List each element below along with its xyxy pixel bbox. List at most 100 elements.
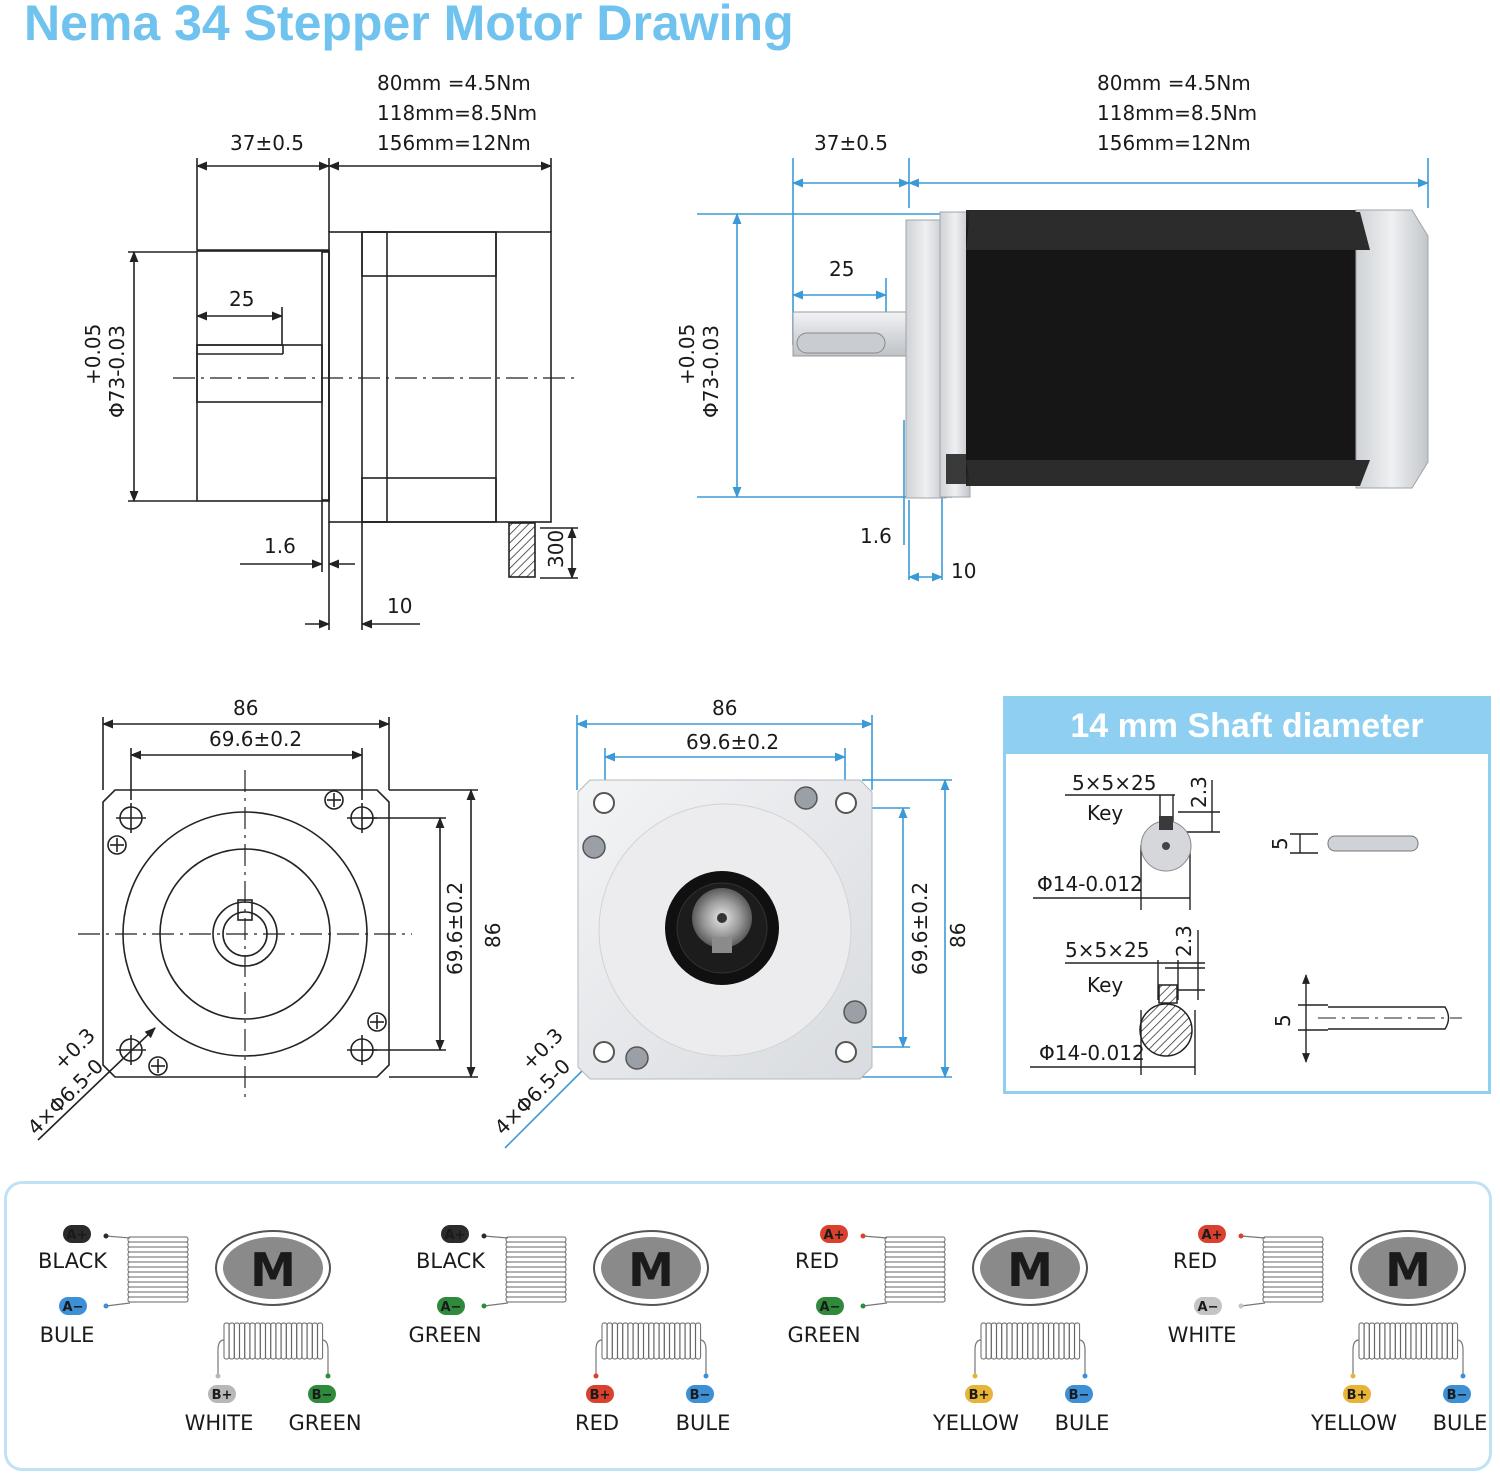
a-plus-color-label: RED <box>1173 1249 1217 1273</box>
b-plus-badge <box>208 1385 236 1403</box>
photo-offset-dim: 10 <box>951 559 976 583</box>
side-view-photo-labels: 80mm =4.5Nm 118mm=8.5Nm 156mm=12Nm 37±0.… <box>675 71 1257 583</box>
b-plus-badge-text: B+ <box>212 1388 233 1403</box>
b-plus-color-label: YELLOW <box>932 1411 1019 1435</box>
front-view-labels: 86 69.6±0.2 69.6±0.2 86 +0.3 4×Φ6.5-0 <box>23 696 505 1140</box>
shaft-panel-labels: 5×5×25 Key 2.3 Φ14-0.012 5 5×5×25 Key 2.… <box>1037 771 1295 1065</box>
photo-height-dim: 86 <box>946 923 970 948</box>
motor-symbol <box>601 1237 701 1299</box>
page-title: Nema 34 Stepper Motor Drawing <box>24 0 794 51</box>
key-label-lower: Key <box>1087 973 1123 997</box>
key-depth-upper: 2.3 <box>1187 776 1211 808</box>
b-minus-badge <box>308 1385 336 1403</box>
a-minus-color-label: GREEN <box>787 1323 860 1347</box>
length-spec-3: 156mm=12Nm <box>377 131 531 155</box>
a-plus-badge <box>820 1225 848 1243</box>
a-minus-badge-text: A− <box>441 1300 462 1315</box>
a-minus-badge <box>816 1297 844 1315</box>
b-plus-badge <box>586 1385 614 1403</box>
front-view-drawing <box>37 717 478 1141</box>
key-depth-lower: 2.3 <box>1172 925 1196 957</box>
a-plus-badge <box>441 1225 469 1243</box>
width-dim: 86 <box>233 696 258 720</box>
motor-symbol <box>1358 1237 1458 1299</box>
b-minus-badge-text: B− <box>312 1388 333 1403</box>
coil-a <box>884 1236 946 1303</box>
a-minus-badge-text: A− <box>820 1300 841 1315</box>
coil-b <box>1358 1322 1459 1360</box>
photo-hole-spacing-dim: 69.6±0.2 <box>686 730 779 754</box>
diameter-tolerance-dim: +0.05 <box>81 324 105 385</box>
hole-spacing-vertical-dim: 69.6±0.2 <box>443 882 467 975</box>
shaft-diameter-upper: Φ14-0.012 <box>1037 872 1143 896</box>
a-minus-badge-text: A− <box>1198 1300 1219 1315</box>
flange-thickness-dim: 1.6 <box>264 534 296 558</box>
b-plus-color-label: RED <box>575 1411 619 1435</box>
a-minus-color-label: BULE <box>40 1323 95 1347</box>
wiring-diagram-4: M A+ RED A− WHITE B+ YELLOW B− BULE <box>1168 1225 1488 1435</box>
a-plus-badge-text: A+ <box>1202 1228 1223 1243</box>
b-minus-badge <box>1443 1385 1471 1403</box>
flat-width-upper: 5 <box>1268 837 1292 850</box>
key-size-upper: 5×5×25 <box>1072 771 1156 795</box>
shaft-panel-header: 14 mm Shaft diameter <box>1003 696 1491 754</box>
hole-spacing-dim: 69.6±0.2 <box>209 727 302 751</box>
key-label-upper: Key <box>1087 801 1123 825</box>
a-plus-badge-text: A+ <box>67 1228 88 1243</box>
a-plus-badge <box>1198 1225 1226 1243</box>
coil-b <box>980 1322 1081 1360</box>
front-view-photo <box>504 715 952 1149</box>
photo-length-spec-3: 156mm=12Nm <box>1097 131 1251 155</box>
b-plus-color-label: YELLOW <box>1310 1411 1397 1435</box>
b-minus-badge <box>686 1385 714 1403</box>
a-plus-color-label: BLACK <box>416 1249 486 1273</box>
a-plus-color-label: RED <box>795 1249 839 1273</box>
a-plus-badge-text: A+ <box>445 1228 466 1243</box>
wiring-diagrams: MA+BLACKA−BULEB+WHITEB−GREENMA+BLACKA−GR… <box>38 1225 1487 1435</box>
shaft-length-dim: 25 <box>229 287 254 311</box>
photo-diameter-tolerance-dim: +0.05 <box>675 324 699 385</box>
coil-a <box>505 1236 567 1303</box>
side-view-photo <box>697 158 1430 582</box>
b-plus-badge-text: B+ <box>1347 1388 1368 1403</box>
a-minus-badge <box>59 1297 87 1315</box>
a-minus-color-label: WHITE <box>1168 1323 1237 1347</box>
photo-boss-length-dim: 37±0.5 <box>814 131 888 155</box>
b-plus-badge-text: B+ <box>590 1388 611 1403</box>
diameter-dim: Φ73-0.03 <box>105 325 129 418</box>
a-plus-badge <box>63 1225 91 1243</box>
side-view-drawing <box>128 158 578 630</box>
key-size-lower: 5×5×25 <box>1065 938 1149 962</box>
b-plus-color-label: WHITE <box>185 1411 254 1435</box>
photo-width-dim: 86 <box>712 696 737 720</box>
coil-b <box>601 1322 702 1360</box>
b-minus-color-label: BULE <box>676 1411 731 1435</box>
b-minus-badge-text: B− <box>1447 1388 1468 1403</box>
b-minus-badge <box>1065 1385 1093 1403</box>
a-plus-badge-text: A+ <box>824 1228 845 1243</box>
a-minus-badge-text: A− <box>63 1300 84 1315</box>
a-minus-badge <box>1194 1297 1222 1315</box>
length-spec-1: 80mm =4.5Nm <box>377 71 531 95</box>
photo-length-spec-2: 118mm=8.5Nm <box>1097 101 1257 125</box>
coil-a <box>127 1236 189 1303</box>
b-plus-badge-text: B+ <box>969 1388 990 1403</box>
photo-hole-spacing-vertical-dim: 69.6±0.2 <box>908 882 932 975</box>
photo-diameter-dim: Φ73-0.03 <box>699 325 723 418</box>
shaft-diameter-lower: Φ14-0.012 <box>1039 1041 1145 1065</box>
wiring-panel-frame <box>4 1181 1492 1471</box>
photo-flange-thickness-dim: 1.6 <box>860 524 892 548</box>
motor-label: M <box>1385 1243 1431 1297</box>
offset-dim: 10 <box>387 594 412 618</box>
b-minus-badge-text: B− <box>1069 1388 1090 1403</box>
height-dim: 86 <box>481 923 505 948</box>
coil-b <box>223 1322 324 1360</box>
b-minus-color-label: BULE <box>1433 1411 1488 1435</box>
a-minus-badge <box>437 1297 465 1315</box>
b-minus-color-label: BULE <box>1055 1411 1110 1435</box>
motor-symbol <box>223 1237 323 1299</box>
